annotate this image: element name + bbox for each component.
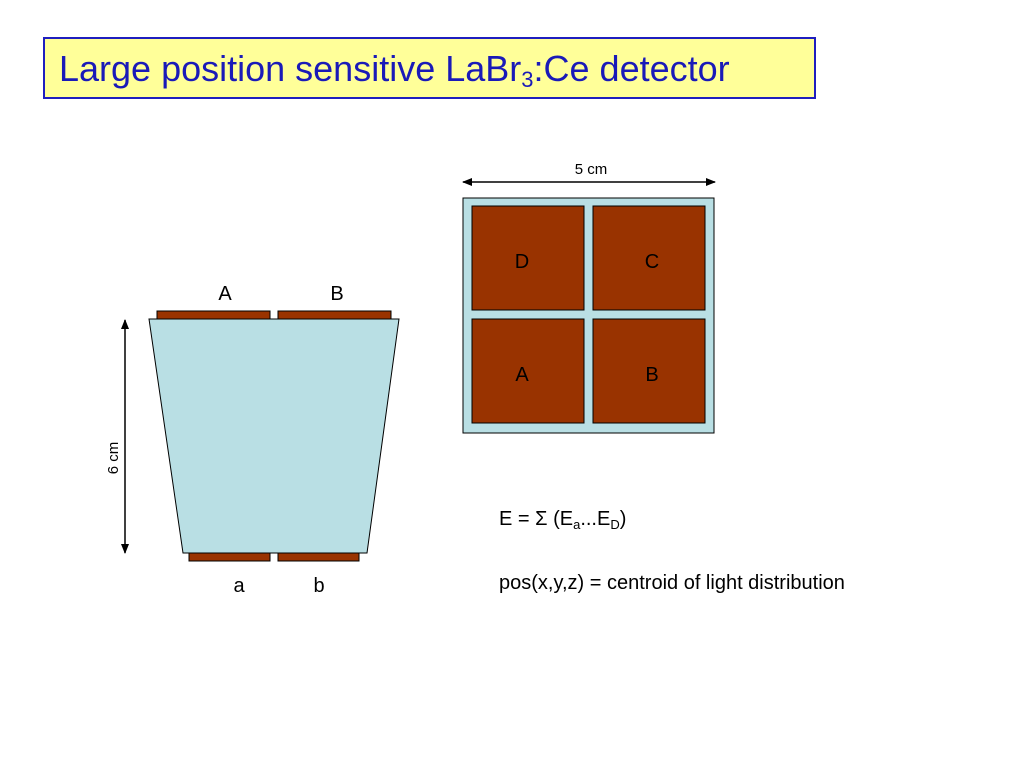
top-label-a: A (218, 283, 232, 305)
cell-label-d: D (515, 251, 529, 273)
pmt-bottom-b (277, 552, 360, 562)
pmt-cell-a (471, 318, 585, 424)
pmt-top-a (156, 310, 271, 320)
width-label: 5 cm (575, 161, 608, 178)
crystal-trapezoid (148, 318, 400, 554)
pmt-cell-d (471, 205, 585, 311)
energy-formula: E = Σ (Ea...ED) (499, 508, 627, 532)
cell-label-a: A (515, 364, 529, 386)
cell-label-c: C (645, 251, 659, 273)
cell-label-b: B (645, 364, 658, 386)
slide-title: Large position sensitive LaBr3:Ce detect… (59, 48, 730, 92)
title-box: Large position sensitive LaBr3:Ce detect… (43, 37, 816, 99)
pmt-cell-c (592, 205, 706, 311)
pmt-cell-b (592, 318, 706, 424)
position-formula: pos(x,y,z) = centroid of light distribut… (499, 572, 845, 594)
bottom-label-a: a (233, 575, 245, 597)
sigma-symbol: Σ (535, 508, 548, 530)
top-label-b: B (330, 283, 343, 305)
side-view: A B a b 6 cm (105, 283, 400, 597)
top-view: 5 cm D C A B (462, 161, 716, 434)
height-label: 6 cm (105, 442, 122, 475)
pmt-bottom-a (188, 552, 271, 562)
bottom-label-b: b (313, 575, 324, 597)
pmt-top-b (277, 310, 392, 320)
